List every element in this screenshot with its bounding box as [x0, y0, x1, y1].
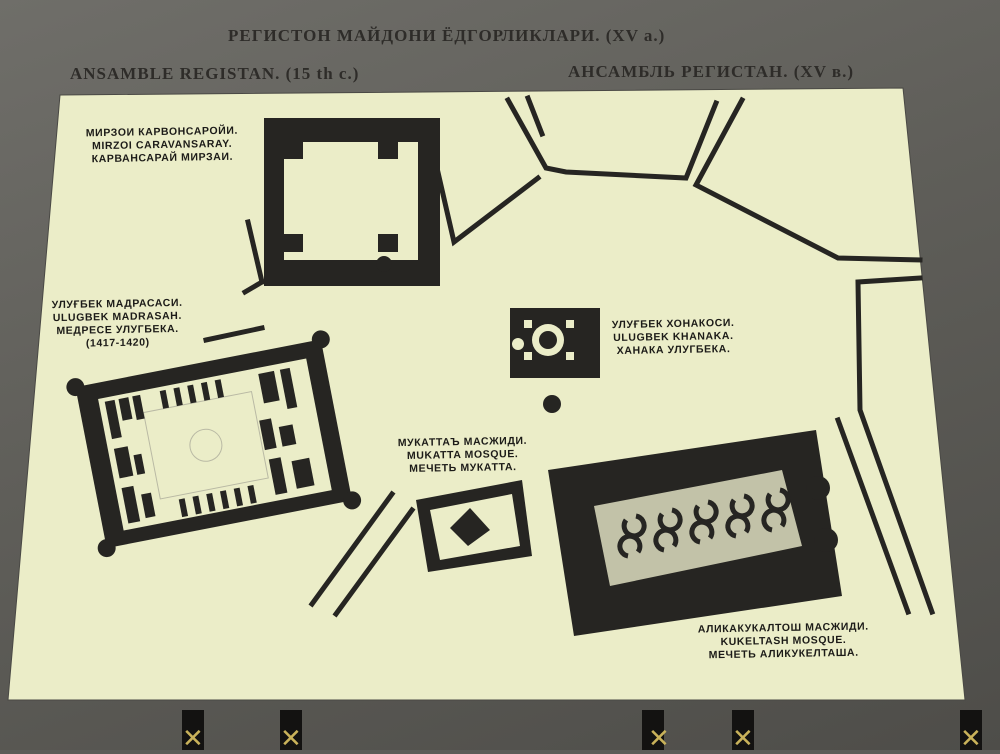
- label-madrasah: УЛУҒБЕК МАДРАСАСИ. ULUGBEK MADRASAH. МЕД…: [51, 296, 183, 350]
- label-caravansaray: МИРЗОИ КАРВОНСАРОЙИ. MIRZOI CARAVANSARAY…: [85, 124, 239, 166]
- string-knot-icon: ✕: [732, 724, 754, 754]
- madrasah-plan: [66, 330, 362, 558]
- kukeltash-mosque-plan: [548, 430, 842, 636]
- title-english: ANSAMBLE REGISTAN. (15 th c.): [70, 64, 360, 83]
- caravansaray-plan: [264, 118, 440, 286]
- string-knot-icon: ✕: [182, 724, 204, 754]
- mount-tab: [642, 710, 664, 750]
- khanaka-plan: [510, 308, 600, 413]
- string-knot-icon: ✕: [280, 724, 302, 754]
- label-mukatta: МУКАТТАЪ МАСЖИДИ. MUKATTA MOSQUE. МЕЧЕТЬ…: [397, 434, 528, 475]
- mount-tab: [732, 710, 754, 750]
- mount-tab: [960, 710, 982, 750]
- label-khanaka: УЛУҒБЕК ХОНАКОСИ. ULUGBEK KHANAKA. ХАНАК…: [611, 316, 735, 357]
- title-uzbek: РЕГИСТОН МАЙДОНИ ЁДГОРЛИКЛАРИ. (XV а.): [228, 26, 666, 45]
- mount-tab: [280, 710, 302, 750]
- label-kukeltash: АЛИКАКУКАЛТОШ МАСЖИДИ. KUKELTASH MOSQUE.…: [697, 620, 869, 662]
- title-russian: АНСАМБЛЬ РЕГИСТАН. (XV в.): [568, 62, 855, 81]
- mukatta-mosque-plan: [416, 480, 532, 572]
- street-lines: [203, 94, 936, 618]
- string-knot-icon: ✕: [960, 724, 982, 754]
- string-knot-icon: ✕: [648, 724, 670, 754]
- mount-tab: [182, 710, 204, 750]
